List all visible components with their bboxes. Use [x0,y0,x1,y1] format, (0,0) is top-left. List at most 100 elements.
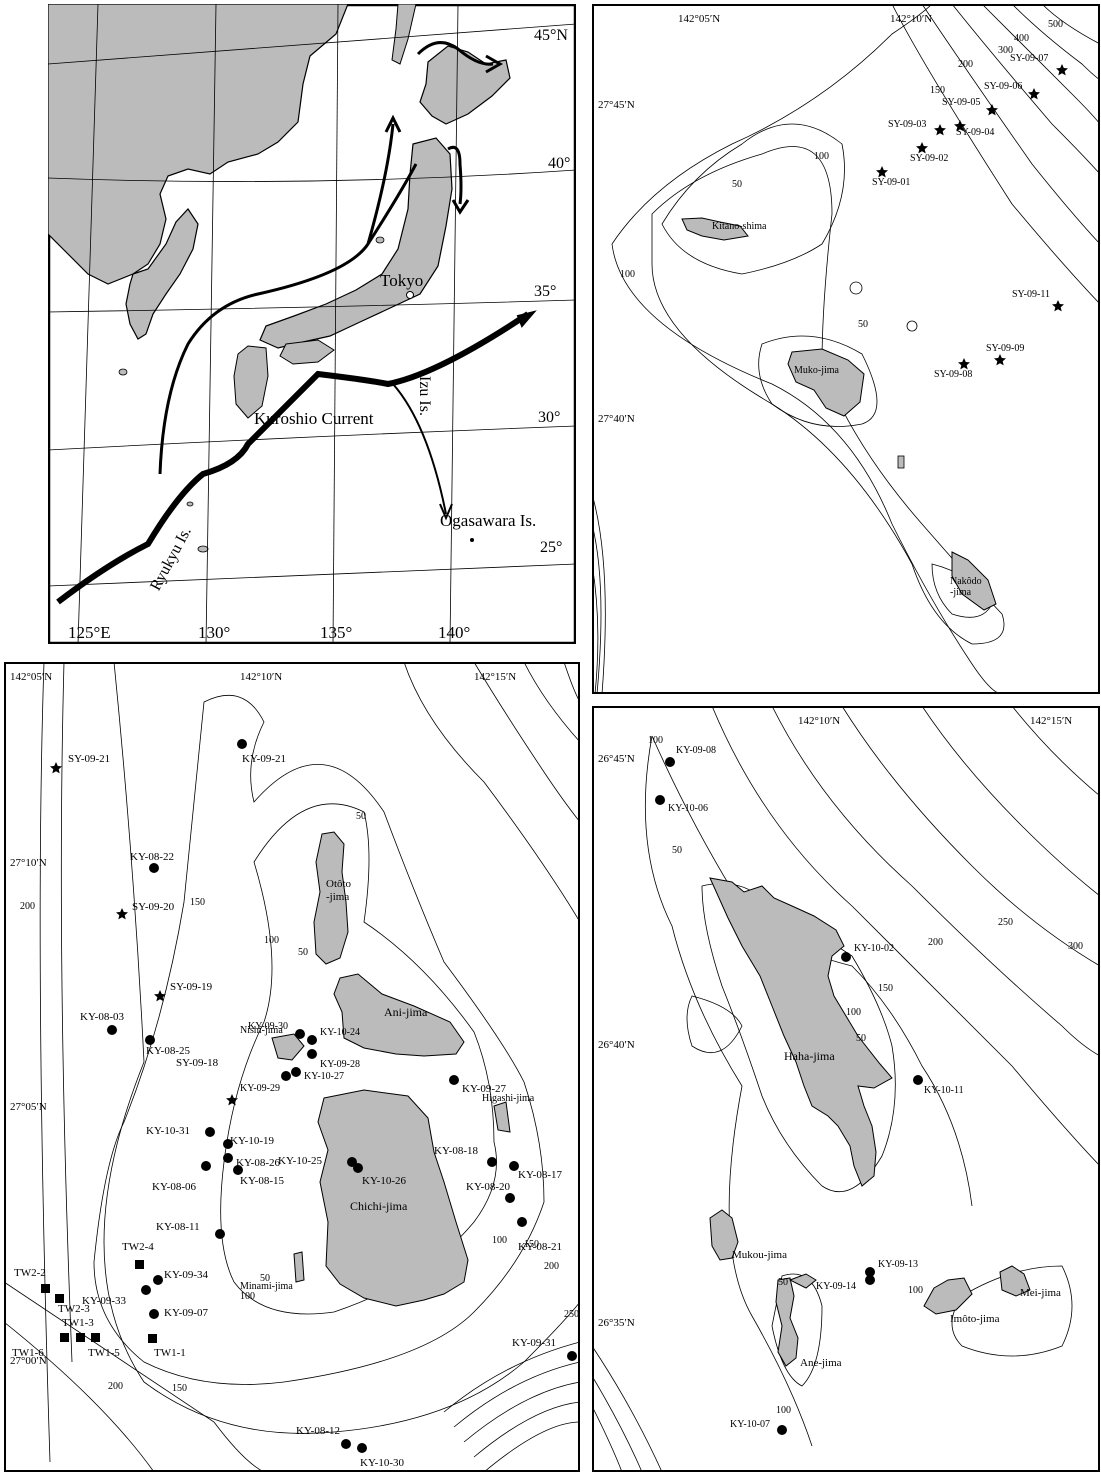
overview-map-graphic [48,4,576,644]
station-label: KY-09-14 [816,1281,856,1292]
contour-label: 100 [492,1235,507,1246]
station-label: SY-09-21 [68,753,111,765]
island-label-ototo: Otôto -jima [326,878,352,903]
station-label: KY-09-28 [320,1059,360,1070]
station-label: SY-09-06 [984,81,1023,92]
lat-label-25: 25° [540,539,563,556]
contour-label: 300 [1068,941,1083,952]
station-label: KY-08-26 [236,1157,280,1169]
station-label: KY-10-07 [730,1419,770,1430]
lon-label: 142°05′N [678,13,721,25]
lat-label-45: 45°N [534,27,568,44]
chichijima-map-graphic [4,662,580,1472]
island-label-izu: Izu Is. [416,376,433,416]
station-label: KY-08-15 [240,1175,284,1187]
station-label: KY-09-33 [82,1295,126,1307]
station-label: SY-09-04 [956,127,995,138]
station-label: TW2-4 [122,1241,154,1253]
island-label-kitano: Kitano-shima [712,221,767,232]
island-label-chichi: Chichi-jima [350,1199,408,1213]
station-label: KY-09-31 [512,1337,556,1349]
island-label-nishi: Nishi-jima [240,1025,283,1036]
contour-label: 200 [928,937,943,948]
station-label: SY-09-08 [934,369,973,380]
lon-label: 142°15′N [1030,715,1073,727]
city-label-tokyo: Tokyo [380,271,424,290]
station-label: SY-09-01 [872,177,911,188]
station-label: KY-09-08 [676,745,716,756]
overview-map-panel: 45°N 40° 35° 30° 25° 125°E 130° 135° 140… [48,4,576,644]
contour-label: 50 [356,811,366,822]
hahajima-map-graphic [592,706,1100,1472]
island-label-minami: Minami-jima [240,1281,293,1292]
station-label: KY-10-25 [278,1155,322,1167]
lon-label-130: 130° [198,623,231,642]
station-label: TW1-3 [62,1317,94,1329]
lon-label: 142°15′N [474,671,517,683]
station-label: TW1-6 [12,1347,44,1359]
lat-label: 27°05′N [10,1101,47,1113]
hahajima-panel: 142°10′N 142°15′N 26°45′N 26°40′N 26°35′… [592,706,1100,1472]
lat-label: 26°45′N [598,753,635,765]
lat-label: 27°45′N [598,99,635,111]
island-label-ane: Ane-jima [800,1357,842,1369]
station-label: SY-09-19 [170,981,213,993]
island-label-ogasawara: Ogasawara Is. [440,511,537,530]
station-label: KY-09-29 [240,1083,280,1094]
station-label: KY-08-22 [130,851,174,863]
lat-label: 26°40′N [598,1039,635,1051]
station-label: SY-09-02 [910,153,949,164]
station-label: KY-10-24 [320,1027,360,1038]
contour-label: 50 [856,1033,866,1044]
station-label: KY-08-17 [518,1169,562,1181]
contour-label: 300 [998,45,1013,56]
island-label-mei: Mei-jima [1020,1287,1061,1299]
contour-label: 100 [240,1291,255,1302]
island-label-imoto: Imôto-jima [950,1313,1000,1325]
mukojima-panel: 142°05′N 142°10′N 27°45′N 27°40′N 500 40… [592,4,1100,694]
contour-label: 50 [298,947,308,958]
station-label: KY-09-27 [462,1083,506,1095]
contour-label: 100 [776,1405,791,1416]
station-label: SY-09-11 [1012,289,1050,300]
station-label: SY-09-09 [986,343,1025,354]
station-label: KY-08-18 [434,1145,478,1157]
station-label: KY-08-11 [156,1221,200,1233]
lat-label-30: 30° [538,409,561,426]
station-label: KY-09-07 [164,1307,208,1319]
contour-label: 250 [564,1309,579,1320]
station-label: TW2-3 [58,1303,90,1315]
island-label-ani: Ani-jima [384,1005,428,1019]
contour-label: 100 [620,269,635,280]
island-label-nakodo: Nakôdo -jima [950,576,982,598]
lat-label: 26°35′N [598,1317,635,1329]
island-label-higashi: Higashi-jima [482,1093,535,1104]
station-label: KY-09-30 [248,1021,288,1032]
lat-label-40: 40° [548,155,571,172]
station-label: TW2-2 [14,1267,46,1279]
chichijima-panel: 142°05′N 142°10′N 142°15′N 27°10′N 27°05… [4,662,580,1472]
station-label: KY-08-20 [466,1181,510,1193]
island-label-mukou: Mukou-jima [732,1249,787,1261]
lat-label: 27°40′N [598,413,635,425]
contour-label: 150 [172,1383,187,1394]
lat-label-35: 35° [534,283,557,300]
lon-label-125: 125°E [68,623,111,642]
contour-label: 150 [190,897,205,908]
contour-label: 100 [648,735,663,746]
contour-label: 250 [998,917,1013,928]
station-label: TW1-1 [154,1347,186,1359]
station-label: KY-10-06 [668,803,708,814]
station-label: SY-09-03 [888,119,927,130]
station-label: KY-10-02 [854,943,894,954]
lat-label: 27°10′N [10,857,47,869]
station-label: KY-09-13 [878,1259,918,1270]
contour-label: 50 [778,1277,788,1288]
station-label: KY-09-21 [242,753,286,765]
contour-label: 200 [544,1261,559,1272]
contour-label: 400 [1014,33,1029,44]
contour-label: 50 [672,845,682,856]
contour-label: 500 [1048,19,1063,30]
contour-label: 200 [108,1381,123,1392]
station-label: KY-08-06 [152,1181,196,1193]
